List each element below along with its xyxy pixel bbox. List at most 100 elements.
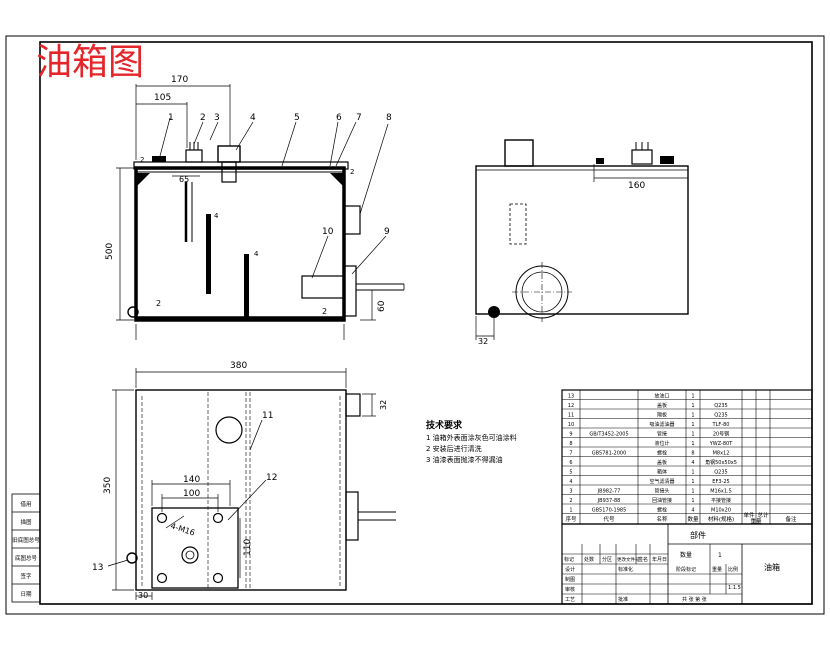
outer-frame (5, 35, 825, 615)
bom-cell-code: GB5781-2000 (592, 450, 627, 456)
dim-140: 140 (183, 475, 200, 485)
tb-draw: 制图 (565, 576, 575, 583)
bom-cell-no: 13 (568, 393, 574, 399)
bom-cell-name: 隔板 (657, 411, 667, 418)
dim-100: 100 (183, 489, 200, 499)
dim-350: 350 (103, 477, 113, 494)
callout-6: 6 (336, 113, 342, 123)
tb-standard: 标准化 (618, 566, 633, 573)
bom-cell-qty: 1 (691, 393, 694, 399)
bom-cell-no: 1 (569, 507, 572, 513)
callout-4: 4 (250, 113, 256, 123)
bom-cell-no: 7 (569, 450, 572, 456)
bom-cell-qty: 1 (691, 498, 694, 504)
tb-approve: 批准 (618, 596, 628, 603)
bom-cell-name: 螺栓 (657, 449, 667, 456)
bom-cell-name: 回油管接 (652, 497, 672, 504)
bom-cell-mat: Q235 (714, 412, 727, 418)
weld-mark: 4 (214, 212, 219, 220)
tb-drawing-name: 油箱 (764, 562, 780, 572)
bom-cell-mat: Q235 (714, 469, 727, 475)
bom-cell-code: JB982-77 (597, 488, 621, 494)
dim-500: 500 (105, 243, 115, 260)
tb-design: 设计 (565, 566, 575, 573)
bom-cell-qty: 1 (691, 488, 694, 494)
bom-cell-qty: 1 (691, 412, 694, 418)
bom-header: 序号 代号 名称 数量 材料(规格) 单件 总计 重量 备注 (565, 511, 797, 525)
bom-header-no: 序号 (565, 515, 577, 523)
bom-cell-name: 盖板 (657, 402, 667, 409)
bom-cell-name: 螺栓 (657, 506, 667, 513)
side-strip-cell: 借用 (20, 500, 31, 508)
tb-check: 审核 (565, 586, 575, 593)
dim-32: 32 (478, 337, 488, 346)
top-view: 380 32 350 140 100 110 30 4-M16 11 12 13 (92, 361, 396, 600)
bom-row-lines (562, 399, 812, 514)
bom-cell-no: 9 (569, 431, 572, 437)
bom-cell-mat: M10x20 (711, 507, 731, 513)
tech-line: 2 安装后进行清洗 (426, 444, 482, 453)
side-strip-cell: 日期 (20, 591, 32, 598)
bom-cell-qty: 4 (691, 460, 694, 466)
bom-cell-no: 10 (568, 422, 574, 428)
dim-30: 30 (138, 591, 148, 600)
side-strip (11, 493, 41, 603)
tb-weight: 重量 (712, 566, 722, 573)
level-gauge (343, 205, 361, 235)
bom-cell-no: 12 (568, 403, 574, 409)
bom-header-code: 代号 (603, 515, 615, 523)
bom-cell-name: 液位计 (654, 440, 669, 447)
weld-mark: 2 (322, 307, 327, 316)
callout-11: 11 (262, 411, 273, 421)
callout-9: 9 (384, 227, 390, 237)
tech-line: 1 油箱外表面涂灰色可油涂料 (426, 433, 517, 442)
bom-cell-qty: 1 (691, 479, 694, 485)
suction-filter (301, 275, 345, 299)
dim-65: 65 (179, 175, 189, 184)
bom-cell-mat: EF3-25 (712, 479, 729, 485)
bom-header-remark: 备注 (785, 515, 797, 523)
dim-32b: 32 (379, 400, 388, 410)
bom-cell-no: 5 (569, 469, 572, 475)
dim-105: 105 (154, 93, 171, 103)
bom-cell-name: 放油口 (654, 392, 669, 399)
side-tank-outline (475, 165, 689, 315)
bom-header-mat: 材料(规格) (708, 515, 734, 523)
bom-cell-name: 吸油滤油器 (649, 421, 674, 428)
tb-qty-value: 1 (718, 552, 722, 559)
bom-cell-no: 3 (569, 488, 572, 494)
callout-7: 7 (356, 113, 362, 123)
title-block (561, 523, 813, 605)
bom-cell-qty: 1 (691, 469, 694, 475)
bom-cell-no: 4 (569, 479, 572, 485)
side-strip-cell: 底图总号 (15, 554, 38, 562)
bom-header-weight: 重量 (750, 517, 762, 525)
tb-assembly: 部件 (690, 530, 706, 540)
cover-plate (151, 507, 239, 589)
bom-cell-mat: YWZ-80T (709, 441, 734, 447)
technical-requirements: 技术要求 1 油箱外表面涂灰色可油涂料 2 安装后进行清洗 3 油漆表面抛漆不得… (426, 419, 517, 464)
side-strip-cell: 签字 (20, 572, 32, 580)
dim-160: 160 (628, 181, 645, 191)
tb-rev: 年月日 (652, 556, 667, 563)
dim-380: 380 (230, 361, 247, 371)
bom-cell-code: GB5170-1985 (592, 507, 627, 513)
bom-cell-name: 管接 (657, 430, 667, 437)
tb-rev: 签名 (638, 556, 648, 563)
dim-170: 170 (171, 75, 188, 85)
bom-header-name: 名称 (656, 515, 668, 523)
tb-rev: 分区 (602, 556, 612, 563)
bom-cell-no: 6 (569, 460, 572, 466)
bom-header-qty: 数量 (687, 515, 699, 523)
bom-cell-no: 2 (569, 498, 572, 504)
tb-sheets: 共 张 第 张 (682, 596, 707, 603)
front-view: 170 105 65 500 60 1 2 3 4 5 6 7 8 9 10 2… (105, 75, 405, 340)
callout-8: 8 (386, 113, 392, 123)
bom-cell-code: GB/T3452-2005 (589, 431, 628, 437)
baffle (206, 214, 211, 294)
tb-scale-value: 1:1.5 (728, 585, 741, 591)
bom-cell-qty: 1 (691, 431, 694, 437)
bom-cell-qty: 1 (691, 403, 694, 409)
callout-3: 3 (214, 113, 220, 123)
